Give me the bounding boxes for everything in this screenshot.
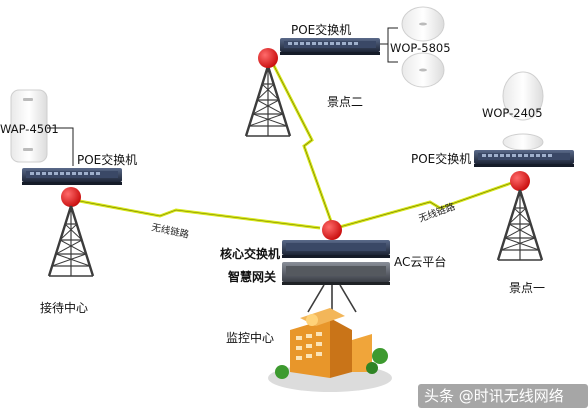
core-switch (282, 240, 390, 258)
ap-left (10, 89, 48, 163)
ap-left-label: WAP-4501 (0, 122, 59, 136)
tower-left (47, 204, 95, 278)
smart-gateway (282, 262, 390, 285)
wireless-link-top-icon (268, 57, 334, 225)
wireless-link-right-icon (335, 178, 521, 230)
tower-right (496, 188, 544, 262)
ap-right-label: WOP-2405 (482, 106, 543, 120)
poe-switch-right (474, 150, 574, 167)
tower-center (307, 284, 357, 313)
core-switch-label: 核心交换机 (220, 246, 280, 261)
watermark: 头条 @时讯无线网络 (418, 384, 588, 408)
wireless-link-left-label: 无线链路 (150, 221, 190, 241)
poe-switch-top (280, 38, 380, 55)
monitor-center-label: 监控中心 (226, 330, 274, 345)
site-one-label: 景点一 (509, 281, 545, 295)
site-two-label: 景点二 (327, 95, 363, 109)
antenna-ball-icon (258, 48, 278, 68)
poe-switch-right-label: POE交换机 (411, 151, 471, 166)
antenna-ball-icon (61, 187, 81, 207)
smart-gateway-label: 智慧网关 (227, 269, 276, 284)
antenna-ball-icon (510, 171, 530, 191)
poe-switch-left-label: POE交换机 (77, 152, 137, 167)
wireless-link-left-icon (73, 198, 321, 230)
tower-top (244, 64, 292, 138)
poe-switch-left (22, 168, 122, 185)
antenna-ball-icon (322, 220, 342, 240)
watermark-text: 头条 @时讯无线网络 (424, 387, 564, 405)
poe-switch-top-label: POE交换机 (291, 22, 351, 37)
reception-label: 接待中心 (40, 300, 88, 315)
ap-top-2 (401, 52, 445, 88)
building-icon (268, 308, 392, 392)
ap-top-label: WOP-5805 (390, 41, 451, 55)
ap-top-1 (401, 6, 445, 42)
ac-cloud-label: AC云平台 (394, 254, 446, 269)
